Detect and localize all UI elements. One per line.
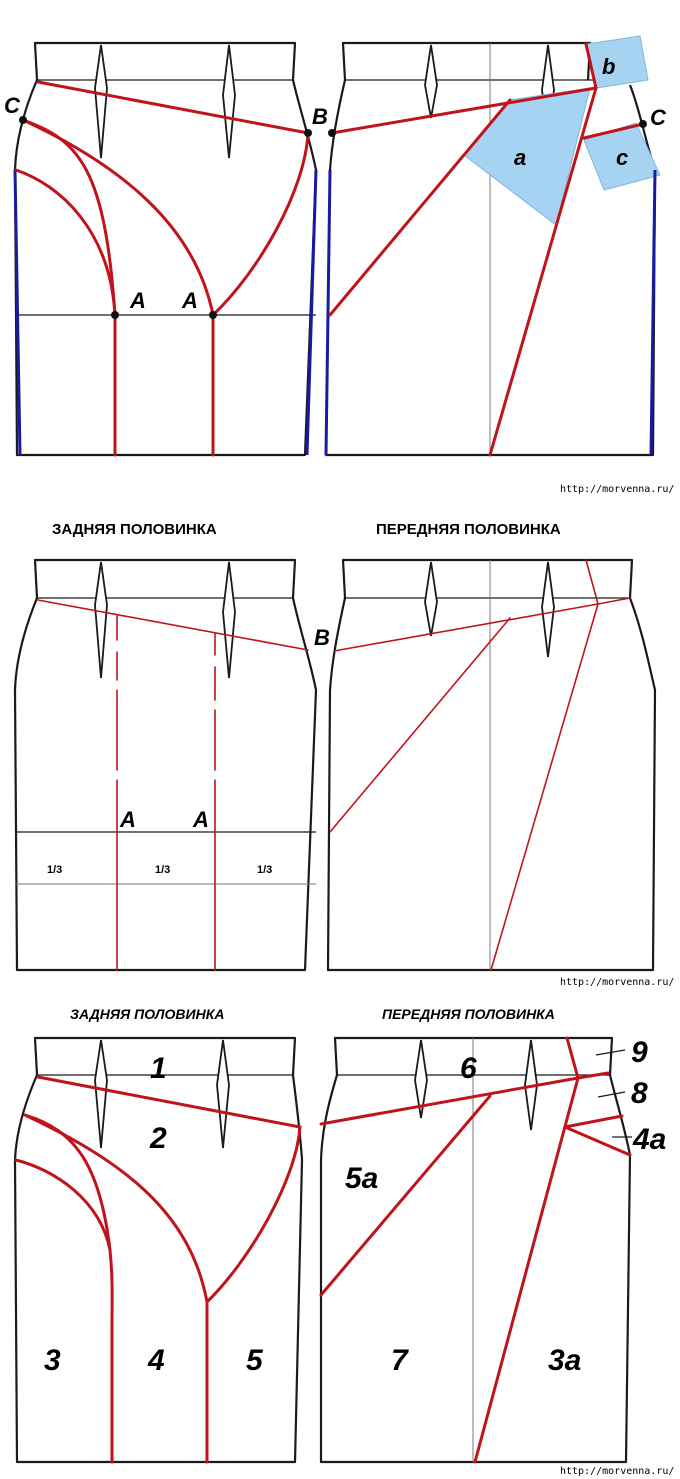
p3-piece-4a: 4a xyxy=(632,1123,666,1156)
panel-3: ЗАДНЯЯ ПОЛОВИНКА ПЕРЕДНЯЯ ПОЛОВИНКА 1 2 … xyxy=(13,1006,674,1477)
p3-front-dart-left xyxy=(414,1039,428,1119)
p3-title-front: ПЕРЕДНЯЯ ПОЛОВИНКА xyxy=(382,1006,555,1022)
p2-label-b: B xyxy=(314,625,330,650)
p3-back-dart-left xyxy=(94,1039,108,1149)
p2-front-dart-left xyxy=(424,561,438,637)
p2-back-dart-left xyxy=(94,561,108,679)
p3-title-back: ЗАДНЯЯ ПОЛОВИНКА xyxy=(70,1006,224,1022)
p3-back-seams xyxy=(14,1075,302,1464)
p2-back-dart-right xyxy=(222,561,236,679)
p2-label-a-left: A xyxy=(119,807,136,832)
p3-back-outline xyxy=(13,1036,304,1464)
p3-piece-2: 2 xyxy=(149,1122,167,1155)
p1-label-a-left: A xyxy=(129,288,146,313)
p1-point-c-left xyxy=(19,116,27,124)
p1-label-a-right: A xyxy=(181,288,198,313)
p1-label-piece-c: c xyxy=(616,145,628,170)
p3-piece-4: 4 xyxy=(147,1344,165,1377)
p3-piece-7: 7 xyxy=(391,1344,409,1377)
p1-label-c-right: C xyxy=(650,105,667,130)
p1-back-dart-left xyxy=(94,44,108,159)
p1-label-piece-a: a xyxy=(514,145,526,170)
p3-piece-3: 3 xyxy=(44,1344,61,1377)
p1-label-piece-b: b xyxy=(602,54,615,79)
p2-title-front: ПЕРЕДНЯЯ ПОЛОВИНКА xyxy=(376,521,561,538)
p1-back-dart-right xyxy=(222,44,236,159)
p2-label-a-right: A xyxy=(192,807,209,832)
p1-front-side-right xyxy=(649,169,657,456)
p2-front-dart-right xyxy=(541,561,555,658)
p1-piece-b xyxy=(586,35,649,89)
p2-back-outline xyxy=(13,558,318,972)
p1-back-side-left xyxy=(13,169,22,456)
p3-piece-5: 5 xyxy=(246,1344,264,1377)
p3-back-dart-right xyxy=(216,1039,230,1149)
p3-piece-3a: 3a xyxy=(548,1344,581,1377)
p1-point-a-right xyxy=(209,311,217,319)
p1-point-c-right xyxy=(639,120,647,128)
p2-title-back: ЗАДНЯЯ ПОЛОВИНКА xyxy=(52,521,217,538)
p1-front-seams xyxy=(328,42,645,457)
p2-front-seams xyxy=(329,559,631,971)
p1-label-c-left: C xyxy=(4,93,21,118)
p1-label-b: B xyxy=(312,104,328,129)
p1-point-b xyxy=(304,129,312,137)
p1-back-seams xyxy=(14,80,310,457)
p2-watermark: http://morvenna.ru/ xyxy=(560,977,674,988)
p2-front-outline xyxy=(326,558,657,972)
p2-third-middle: 1/3 xyxy=(155,864,170,876)
p1-front-point-b xyxy=(328,129,336,137)
p3-piece-9: 9 xyxy=(631,1036,648,1069)
p3-piece-1: 1 xyxy=(150,1052,167,1085)
p2-third-right: 1/3 xyxy=(257,864,272,876)
p1-watermark: http://morvenna.ru/ xyxy=(560,484,674,495)
p2-back-seams xyxy=(37,599,309,971)
p3-leader-lines xyxy=(595,1049,632,1138)
p1-front-side-left xyxy=(324,169,332,456)
p1-front-dart-left xyxy=(424,44,438,119)
p3-front-outline xyxy=(319,1036,632,1464)
panel-2: ЗАДНЯЯ ПОЛОВИНКА ПЕРЕДНЯЯ ПОЛОВИНКА B A … xyxy=(13,521,674,988)
p3-piece-5a: 5a xyxy=(345,1162,378,1195)
p3-piece-8: 8 xyxy=(631,1077,648,1110)
p1-point-a-left xyxy=(111,311,119,319)
p3-piece-6: 6 xyxy=(460,1052,477,1085)
panel-1: C B A A C a b c http://morve xyxy=(4,35,674,495)
p3-front-seams xyxy=(319,1036,632,1464)
p1-back-side-right xyxy=(305,169,318,456)
p3-watermark: http://morvenna.ru/ xyxy=(560,1466,674,1477)
p2-third-left: 1/3 xyxy=(47,864,62,876)
p1-back-outline xyxy=(13,41,318,457)
